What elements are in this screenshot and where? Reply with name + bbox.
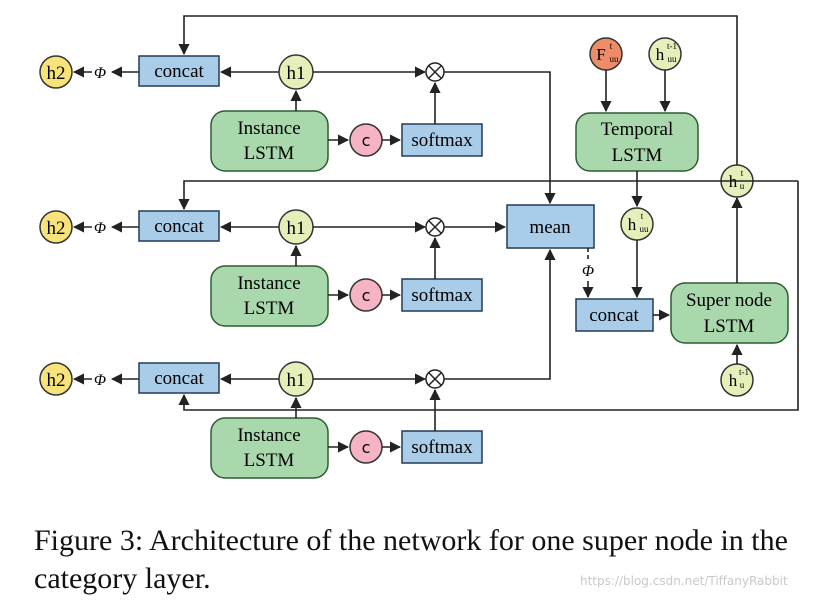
mean-box [506,204,595,249]
concat-label-right: concat [589,305,639,326]
phi-label: Φ [94,372,106,389]
h-uu-prev-text: h [656,45,665,64]
row-1: h2 Φ concat h1 Instance LSTM c softmax [39,54,556,205]
feedback-to-row1-concat [178,15,738,165]
concat-label: concat [154,368,204,389]
figure-caption: Figure 3: Architecture of the network fo… [34,524,788,595]
h2-node [39,210,73,244]
feedback-to-row2-concat [178,180,798,211]
instance-lstm-line2: LSTM [244,298,295,319]
h1-label: h1 [287,218,306,239]
h-uu-prev-sub: uu [668,54,678,64]
arrow-mult-to-mean [444,248,556,380]
h2-label: h2 [47,370,66,391]
concat-box [138,55,220,87]
instance-lstm-line1: Instance [237,425,300,446]
h-uu-sub: uu [640,224,650,234]
softmax-label: softmax [411,437,473,458]
h-uu-prev-sup: t-1 [667,41,677,51]
h-u-prev-text: h [729,371,738,390]
feedback-to-row3-concat [178,181,799,411]
instance-lstm-line2: LSTM [244,450,295,471]
supernode-lstm-box [670,282,789,344]
c-label: c [362,286,371,305]
instance-lstm-line2: LSTM [244,143,295,164]
h2-node [39,55,73,89]
instance-lstm-box [210,417,329,479]
c-label: c [362,438,371,457]
softmax-box [401,278,483,312]
temporal-lstm-line2: LSTM [612,145,663,166]
h1-label: h1 [287,370,306,391]
instance-lstm-box [210,110,329,172]
row-2: h2 Φ concat h1 Instance LSTM c softmax [39,209,507,327]
supernode-lstm-line2: LSTM [704,316,755,337]
softmax-label: softmax [411,130,473,151]
aggregation-section: mean Φ concat Temporal LSTM F t uu h t-1… [178,15,799,411]
h-uu-prev-base: h [656,45,665,64]
multiply-cross-b [428,372,442,386]
multiply-cross-b [428,220,442,234]
h-uu-base: h [628,215,637,234]
softmax-box [401,123,483,157]
f-uu-text: F [596,45,605,64]
concat-box [138,210,220,242]
instance-lstm-box [210,265,329,327]
mean-label: mean [529,217,571,238]
f-uu-base: F [596,45,605,64]
h2-label: h2 [47,63,66,84]
concat-label: concat [154,216,204,237]
temporal-lstm-line1: Temporal [601,119,674,140]
f-uu-sup: t [610,41,613,51]
h1-label: h1 [287,63,306,84]
h-u-sub: u [740,181,745,191]
h-u-prev-sub: u [740,380,745,390]
h-u-prev-sup: t-1 [739,367,749,377]
softmax-box [401,430,483,464]
phi-label: Φ [94,65,106,82]
concat-box [138,362,220,394]
supernode-lstm-line1: Super node [686,290,772,311]
phi-label: Φ [94,220,106,237]
h2-node [39,362,73,396]
c-label: c [362,131,371,150]
instance-lstm-line1: Instance [237,118,300,139]
h-u-sup: t [741,168,744,178]
h-uu-sup: t [641,211,644,221]
arrow-mult-to-mean [444,71,556,205]
phi-label-mean: Φ [582,263,594,280]
f-uu-sub: uu [610,54,620,64]
softmax-label: softmax [411,285,473,306]
watermark: https://blog.csdn.net/TiffanyRabbit [580,574,788,588]
instance-lstm-line1: Instance [237,273,300,294]
row-3: h2 Φ concat h1 Instance LSTM c softmax [39,248,556,479]
multiply-cross-b [428,65,442,79]
architecture-diagram: h2 Φ concat h1 Instance LSTM c softmax [39,15,799,479]
concat-label: concat [154,61,204,82]
h2-label: h2 [47,218,66,239]
h-uu-text: h [628,215,637,234]
h-u-prev-base: h [729,371,738,390]
